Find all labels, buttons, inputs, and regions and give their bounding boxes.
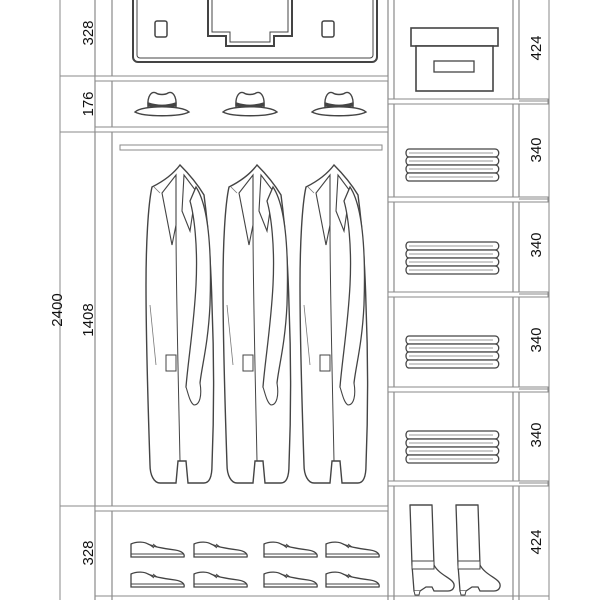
shoe-icon	[130, 571, 185, 588]
dimension-labels: 2400 328 176 1408 328 424 340 340 340 34…	[49, 20, 545, 565]
suitcase-icon	[132, 0, 378, 63]
shoe-icon	[193, 541, 248, 558]
jacket-icon	[299, 164, 369, 484]
jacket-icon	[145, 164, 215, 484]
hat-icon	[133, 90, 191, 118]
dimension-shelf-3: 340	[528, 327, 545, 352]
folded-clothes-icon	[405, 335, 500, 369]
dimension-ticks	[60, 75, 549, 507]
shoes	[130, 541, 380, 588]
folded-clothes-icon	[405, 148, 500, 182]
boot-icon	[455, 504, 501, 596]
shoe-icon	[263, 571, 318, 588]
boots	[409, 504, 501, 596]
jacket-icon	[222, 164, 292, 484]
hat-icon	[310, 90, 368, 118]
shoe-icon	[263, 541, 318, 558]
hats	[133, 90, 368, 118]
storage-box-icon	[410, 27, 499, 92]
hat-icon	[221, 90, 279, 118]
dimension-hat-shelf: 176	[80, 91, 97, 116]
shoe-icon	[325, 571, 380, 588]
shoe-icon	[193, 571, 248, 588]
dimension-box-shelf: 424	[528, 35, 545, 60]
dimension-shelf-1: 340	[528, 137, 545, 162]
folded-clothes-icon	[405, 430, 500, 464]
shoe-icon	[130, 541, 185, 558]
dimension-hanging: 1408	[80, 303, 97, 336]
boot-icon	[409, 504, 455, 596]
folded-clothes-icon	[405, 241, 500, 275]
shoe-icon	[325, 541, 380, 558]
folded-clothes	[405, 148, 500, 464]
dimension-shelf-4: 340	[528, 422, 545, 447]
dimension-top-shelf: 328	[80, 20, 97, 45]
dimension-shelf-2: 340	[528, 232, 545, 257]
jackets	[145, 164, 369, 484]
dimension-total-height: 2400	[49, 293, 66, 326]
left-shelves	[94, 75, 389, 597]
dimension-boot-shelf: 424	[528, 529, 545, 554]
dimension-shoe-shelf: 328	[80, 540, 97, 565]
